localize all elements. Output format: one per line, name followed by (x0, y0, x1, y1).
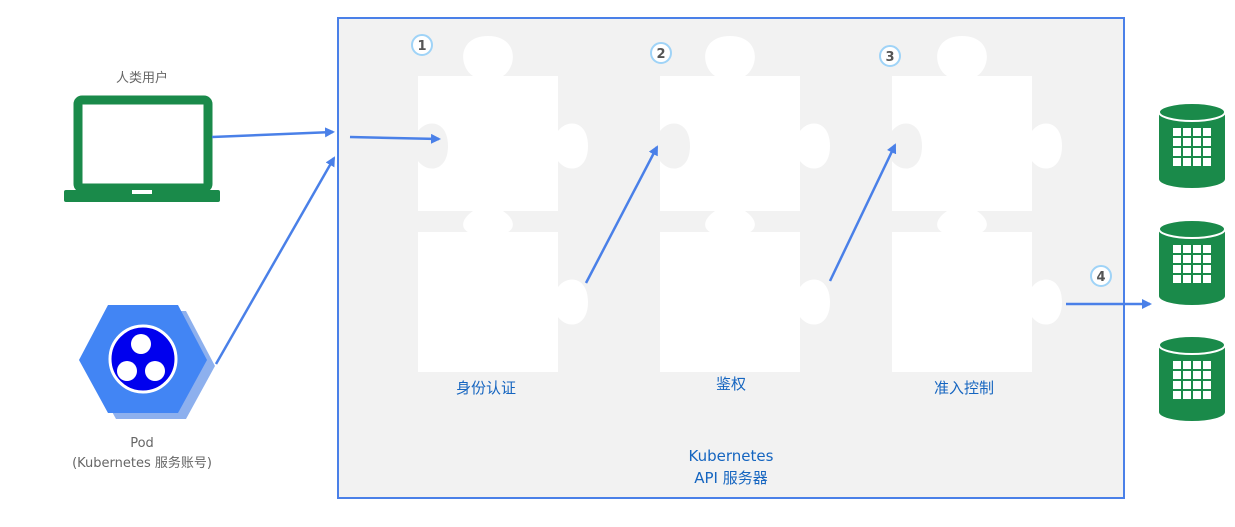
step-number: 4 (1096, 270, 1105, 285)
arrow-into-authentication (349, 133, 441, 144)
pod-label: Pod (130, 436, 154, 451)
human-user: 人类用户 (64, 70, 220, 202)
arrow-user-to-api (211, 127, 335, 139)
step-marker-1: 1 (411, 34, 433, 56)
database-icon (1158, 102, 1226, 188)
human-user-label: 人类用户 (116, 70, 168, 86)
step-number: 3 (885, 50, 894, 65)
pod: Pod (Kubernetes 服务账号) (72, 305, 215, 471)
api-server-title: Kubernetes (689, 447, 774, 465)
pod-service-account-label: (Kubernetes 服务账号) (72, 455, 212, 471)
stage-label-admission-control: 准入控制 (934, 379, 994, 397)
arrow-pod-to-api (214, 156, 336, 365)
stage-admission-control: 3 准入控制 (879, 36, 1062, 397)
step-marker-3: 3 (879, 45, 901, 67)
stage-authorization: 2 鉴权 (650, 36, 830, 393)
flow-arrows (211, 127, 1152, 365)
database-icon (1158, 219, 1226, 305)
api-server-subtitle: API 服务器 (694, 469, 768, 487)
stage-authentication: 1 身份认证 (411, 34, 588, 397)
stage-label-authorization: 鉴权 (716, 375, 746, 393)
storage (1158, 102, 1226, 421)
arrow-authentication-to-authorization (584, 145, 659, 284)
step-number: 1 (417, 39, 426, 54)
step-marker-4: 4 (1090, 265, 1112, 287)
laptop-icon (64, 95, 220, 202)
step-marker-2: 2 (650, 42, 672, 64)
database-icon (1158, 335, 1226, 421)
pod-hexagon-icon (79, 305, 215, 419)
arrow-authorization-to-admission (828, 143, 897, 282)
step-number: 2 (656, 47, 665, 62)
stage-label-authentication: 身份认证 (456, 379, 516, 397)
